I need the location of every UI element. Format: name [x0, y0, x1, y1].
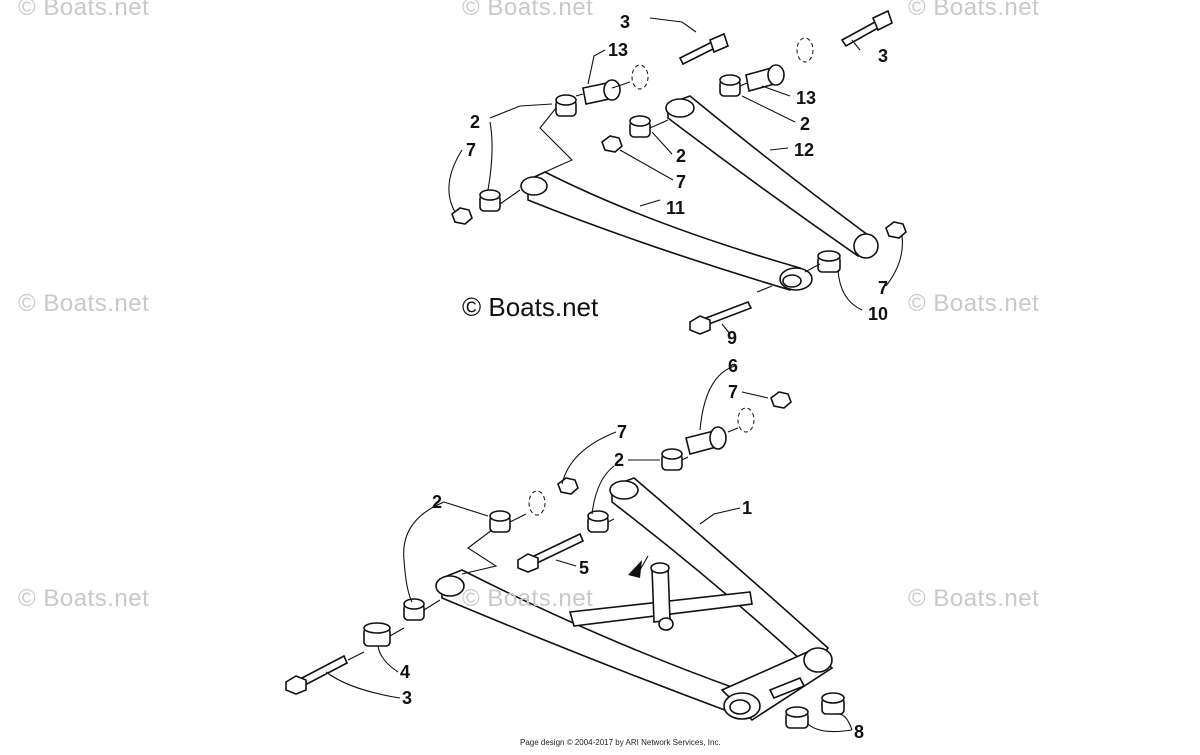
washer-upper-a	[631, 64, 649, 90]
leader-12	[769, 147, 789, 151]
callout-2: 2	[800, 114, 810, 134]
callout-11: 11	[666, 198, 685, 218]
leader-7-c	[885, 235, 903, 287]
zigzag-lower	[461, 529, 498, 575]
nut-7-upper-b	[601, 135, 623, 153]
bolt-5	[517, 532, 585, 573]
lower-arm-1	[435, 477, 834, 722]
callout-7: 7	[617, 422, 627, 442]
sleeve-4	[363, 622, 391, 647]
callout-10: 10	[868, 304, 888, 324]
callout-7: 7	[676, 172, 686, 192]
nut-7-lower-b	[770, 391, 792, 409]
callout-8: 8	[854, 722, 864, 742]
bushing-2-lower-b	[403, 598, 425, 621]
bolt-9	[689, 300, 753, 335]
nut-7-upper-c	[885, 221, 907, 239]
callout-2: 2	[470, 112, 480, 132]
bushing-2-lower-a	[489, 510, 511, 533]
bolt-3-lower	[285, 654, 349, 695]
axis-lines-upper	[499, 81, 821, 293]
washer-lower-b	[737, 407, 755, 433]
watermark-bottom-left: © Boats.net	[18, 585, 150, 612]
callout-3: 3	[620, 12, 630, 32]
upper-arm-tube-12	[665, 95, 879, 259]
leader-8	[807, 713, 853, 733]
bushing-2-upper-d	[719, 74, 741, 97]
leader-13-a	[587, 49, 606, 85]
watermark-center: © Boats.net	[462, 292, 599, 322]
leader-4	[377, 645, 399, 673]
front-arrow-icon	[628, 555, 649, 578]
bolt-3-upper-a	[678, 32, 729, 66]
bushing-2-upper-a	[555, 94, 577, 117]
bolt-3-upper-b	[840, 9, 893, 48]
sleeve-13-a	[582, 79, 621, 105]
callout-7: 7	[728, 382, 738, 402]
leader-9	[721, 323, 731, 335]
watermark-bottom-right: © Boats.net	[908, 585, 1040, 612]
leader-2-a	[489, 103, 553, 119]
leader-2-e	[403, 501, 445, 603]
leader-2-c	[651, 131, 673, 155]
leader-7-a	[448, 149, 463, 213]
leader-6	[699, 365, 736, 431]
callout-6: 6	[728, 356, 738, 376]
watermark-top-right: © Boats.net	[908, 0, 1040, 21]
watermark-top-left: © Boats.net	[18, 0, 150, 21]
leader-3-bottom	[325, 671, 401, 699]
bushing-2-upper-b	[479, 189, 501, 212]
callout-3: 3	[402, 688, 412, 708]
leader-3-top-a	[649, 17, 697, 33]
leader-2-b	[741, 95, 796, 123]
bushing-10	[817, 250, 841, 273]
leader-7-e	[561, 431, 617, 485]
leader-13-b	[761, 85, 791, 97]
leader-1	[699, 507, 741, 525]
bushing-8-b	[821, 692, 845, 715]
bushing-2-lower-c	[587, 510, 609, 533]
leader-2-d-2	[591, 465, 615, 515]
leader-10	[837, 269, 863, 311]
leader-2-e-2	[443, 501, 489, 517]
washer-upper-b	[796, 37, 814, 63]
nut-7-lower-a	[557, 477, 579, 495]
sleeve-13-b	[745, 64, 785, 93]
leader-7-b	[619, 149, 674, 181]
leader-2-a-2	[487, 121, 493, 191]
washer-lower-a	[528, 490, 546, 516]
callout-3: 3	[878, 46, 888, 66]
callout-12: 12	[794, 140, 814, 160]
axis-lines-lower	[347, 427, 739, 661]
callout-1: 1	[742, 498, 752, 518]
sleeve-6	[685, 426, 727, 455]
bushing-2-lower-d	[661, 448, 683, 471]
leader-3-top-b	[851, 39, 861, 51]
callout-2: 2	[676, 146, 686, 166]
callout-7: 7	[466, 140, 476, 160]
watermark-mid-right: © Boats.net	[908, 290, 1040, 317]
upper-arm-tube-11	[520, 171, 813, 291]
callout-13: 13	[796, 88, 816, 108]
callout-5: 5	[579, 558, 589, 578]
leader-11	[639, 199, 661, 207]
watermark-top-center: © Boats.net	[462, 0, 594, 21]
watermark-bottom-center: © Boats.net	[462, 585, 594, 612]
watermark-mid-left: © Boats.net	[18, 290, 150, 317]
callout-2: 2	[432, 492, 442, 512]
callout-2: 2	[614, 450, 624, 470]
bushing-2-upper-c	[629, 115, 651, 138]
footer-copyright: Page design © 2004-2017 by ARI Network S…	[520, 738, 721, 747]
callout-13: 13	[608, 40, 628, 60]
callout-4: 4	[400, 662, 410, 682]
nut-7-upper-a	[451, 207, 473, 225]
zigzag-upper	[539, 107, 573, 173]
bushing-8-a	[785, 706, 809, 729]
callout-9: 9	[727, 328, 737, 348]
leader-7-d	[741, 391, 769, 399]
callout-7: 7	[878, 278, 888, 298]
leader-5	[555, 559, 577, 567]
